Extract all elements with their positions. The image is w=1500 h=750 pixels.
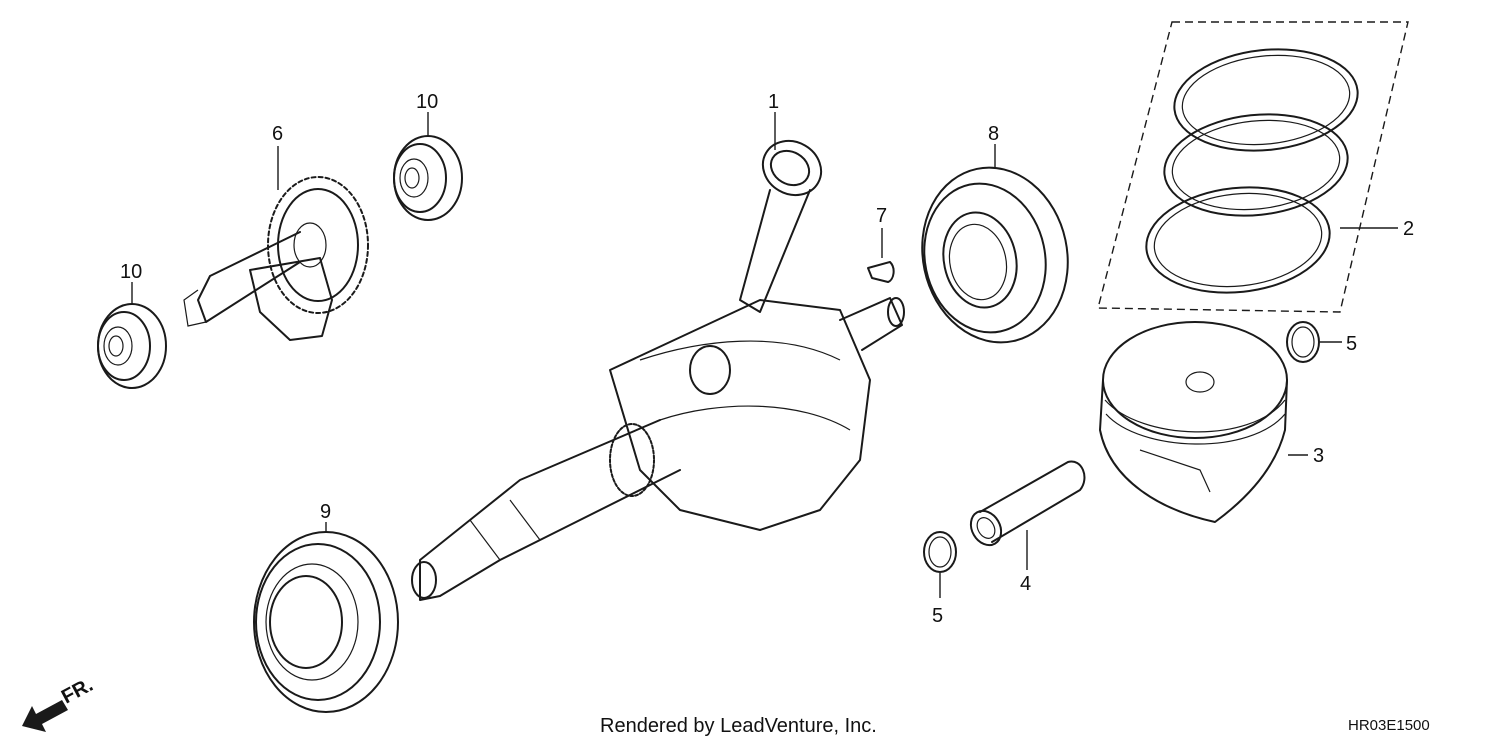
callout-10-upper: 10 [416,91,438,113]
piston-3[interactable] [1099,321,1288,523]
pin-clip-5-left[interactable] [923,531,957,573]
callout-8: 8 [988,123,999,145]
callout-5-left: 5 [932,605,943,627]
bearing-9[interactable] [253,531,399,713]
callout-2: 2 [1403,218,1414,240]
front-direction-arrow-icon [22,700,68,732]
piston-ring-set-2[interactable] [1097,21,1409,313]
woodruff-key-7[interactable] [867,261,895,283]
callout-9: 9 [320,501,331,523]
callout-5-right: 5 [1346,333,1357,355]
pin-clip-5-right[interactable] [1286,321,1320,363]
callout-10-lower: 10 [120,261,142,283]
bearing-10-upper[interactable] [393,135,463,221]
footer-credit: Rendered by LeadVenture, Inc. [600,715,877,737]
callout-4: 4 [1020,573,1031,595]
diagram-code: HR03E1500 [1348,717,1430,734]
piston-pin-4[interactable] [965,460,1086,550]
leader-lines [131,112,1398,598]
callout-1: 1 [768,91,779,113]
crankshaft-1[interactable] [411,130,905,601]
callout-3: 3 [1313,445,1324,467]
callout-6: 6 [272,123,283,145]
balancer-shaft-6[interactable] [183,176,369,341]
bearing-10-lower[interactable] [97,303,167,389]
bearing-8[interactable] [906,154,1083,356]
callout-7: 7 [876,205,887,227]
